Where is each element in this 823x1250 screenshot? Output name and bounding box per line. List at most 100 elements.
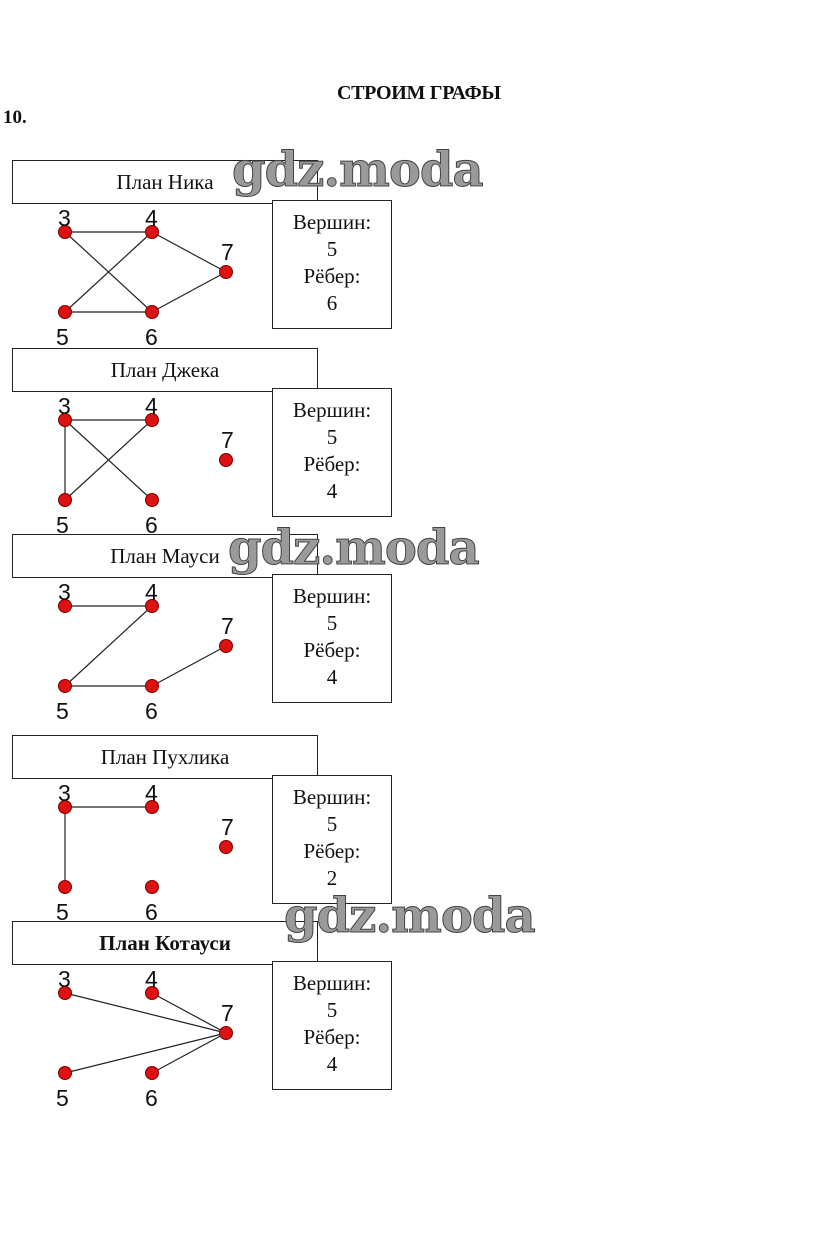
graph: 3 4 7 5 6 <box>56 205 234 350</box>
vertex-4 <box>145 413 159 427</box>
vertices-label: Вершин: <box>292 971 372 995</box>
vertex-label-6: 6 <box>145 899 158 925</box>
vertex-5 <box>58 880 72 894</box>
graph: 3 4 7 5 6 <box>56 393 234 538</box>
watermark: gdz.moda <box>228 520 481 577</box>
vertices-label: Вершин: <box>292 584 372 608</box>
vertex-3 <box>58 800 72 814</box>
vertex-7 <box>219 639 233 653</box>
vertex-6 <box>145 880 159 894</box>
graph: 3 4 7 5 6 <box>56 579 234 724</box>
vertex-label-4: 4 <box>145 966 158 992</box>
vertices-count: 5 <box>326 611 338 635</box>
vertex-5 <box>58 1066 72 1080</box>
info-box: Вершин: 5 Рёбер: 4 <box>272 574 392 703</box>
edges-count: 4 <box>326 1052 338 1076</box>
vertex-label-5: 5 <box>56 324 69 350</box>
info-box: Вершин: 5 Рёбер: 2 <box>272 775 392 904</box>
vertex-label-5: 5 <box>56 899 69 925</box>
plan-section-jack: 3 4 7 5 6 План Джека Вершин: 5 Рёбер: 4 <box>0 348 823 538</box>
plan-section-nik: 3 4 7 5 6 План Ника Вершин: 5 Рёбер: 6 <box>0 160 823 350</box>
vertices-label: Вершин: <box>292 210 372 234</box>
vertices-label: Вершин: <box>292 398 372 422</box>
vertex-label-5: 5 <box>56 512 69 538</box>
plan-label: План Ника <box>12 160 318 204</box>
vertex-6 <box>145 305 159 319</box>
edge-6-7 <box>151 1032 227 1074</box>
vertices-count: 5 <box>326 425 338 449</box>
vertex-label-4: 4 <box>145 205 158 231</box>
edge-6-7 <box>151 271 227 313</box>
vertex-label-3: 3 <box>58 966 71 992</box>
edge-4-7 <box>151 992 227 1034</box>
edge-4-5 <box>64 419 153 501</box>
edge-4-7 <box>151 231 227 273</box>
vertex-5 <box>58 679 72 693</box>
vertex-3 <box>58 225 72 239</box>
edges-count: 2 <box>326 866 338 890</box>
vertex-label-3: 3 <box>58 780 71 806</box>
edges-count: 6 <box>326 291 338 315</box>
vertex-label-4: 4 <box>145 579 158 605</box>
vertex-label-6: 6 <box>145 324 158 350</box>
vertex-label-3: 3 <box>58 205 71 231</box>
vertex-label-4: 4 <box>145 393 158 419</box>
vertex-label-5: 5 <box>56 698 69 724</box>
edges-count: 4 <box>326 665 338 689</box>
page-title: СТРОИМ ГРАФЫ <box>337 82 501 104</box>
vertices-count: 5 <box>326 237 338 261</box>
edges-count: 4 <box>326 479 338 503</box>
edge-6-7 <box>151 645 227 687</box>
edges-label: Рёбер: <box>303 638 361 662</box>
vertex-label-7: 7 <box>221 239 234 265</box>
edge-5-7 <box>64 1032 227 1074</box>
vertex-4 <box>145 599 159 613</box>
vertex-3 <box>58 599 72 613</box>
vertex-6 <box>145 679 159 693</box>
vertex-6 <box>145 1066 159 1080</box>
edges-label: Рёбер: <box>303 839 361 863</box>
vertex-5 <box>58 493 72 507</box>
vertex-label-3: 3 <box>58 579 71 605</box>
vertices-label: Вершин: <box>292 785 372 809</box>
vertex-label-4: 4 <box>145 780 158 806</box>
vertex-label-6: 6 <box>145 1085 158 1111</box>
edges-label: Рёбер: <box>303 1025 361 1049</box>
graph: 3 4 7 5 6 <box>56 780 234 925</box>
vertex-7 <box>219 840 233 854</box>
info-box: Вершин: 5 Рёбер: 6 <box>272 200 392 329</box>
vertex-4 <box>145 986 159 1000</box>
vertex-5 <box>58 305 72 319</box>
vertex-6 <box>145 493 159 507</box>
vertex-4 <box>145 225 159 239</box>
vertex-label-7: 7 <box>221 427 234 453</box>
watermark: gdz.moda <box>232 142 485 199</box>
vertex-label-7: 7 <box>221 613 234 639</box>
vertex-label-3: 3 <box>58 393 71 419</box>
task-number: 10. <box>3 107 27 128</box>
vertex-7 <box>219 1026 233 1040</box>
vertices-count: 5 <box>326 812 338 836</box>
vertex-7 <box>219 265 233 279</box>
edge-4-5 <box>64 231 153 313</box>
plan-label: План Котауси <box>12 921 318 965</box>
info-box: Вершин: 5 Рёбер: 4 <box>272 961 392 1090</box>
vertex-label-6: 6 <box>145 698 158 724</box>
edges-label: Рёбер: <box>303 452 361 476</box>
edges-label: Рёбер: <box>303 264 361 288</box>
vertex-label-7: 7 <box>221 814 234 840</box>
vertex-3 <box>58 986 72 1000</box>
vertex-7 <box>219 453 233 467</box>
vertices-count: 5 <box>326 998 338 1022</box>
vertex-3 <box>58 413 72 427</box>
edge-4-5 <box>64 605 153 687</box>
vertex-label-6: 6 <box>145 512 158 538</box>
watermark: gdz.moda <box>284 888 537 945</box>
vertex-4 <box>145 800 159 814</box>
plan-label: План Джека <box>12 348 318 392</box>
edge-3-7 <box>64 992 227 1034</box>
